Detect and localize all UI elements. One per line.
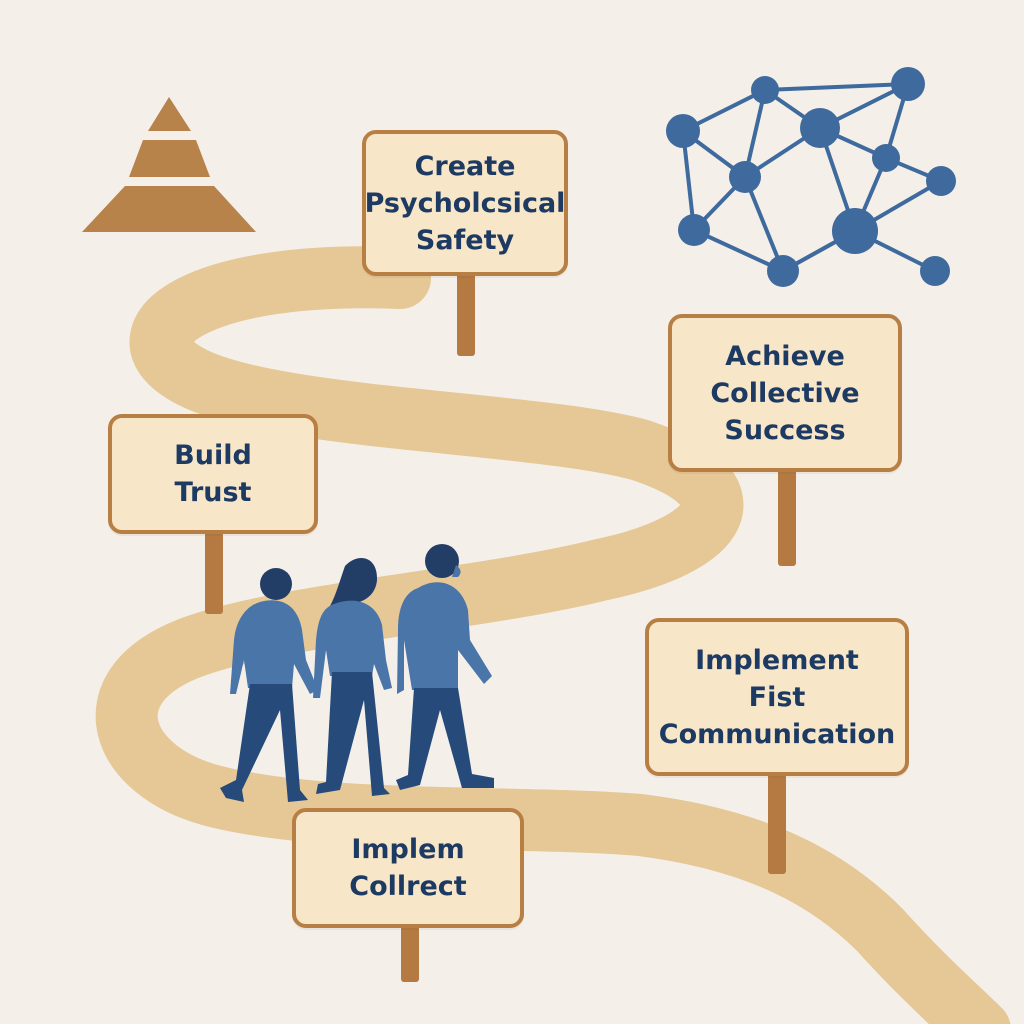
sign-implem-collrect: Implem Collrect: [292, 808, 524, 928]
sign-achieve-collective-success: Achieve Collective Success: [668, 314, 902, 472]
network-node: [920, 256, 950, 286]
sign-post: [457, 272, 475, 356]
pyramid-icon: [82, 97, 256, 232]
person-left: [220, 568, 318, 802]
network-node: [751, 76, 779, 104]
network-node: [767, 255, 799, 287]
network-node: [666, 114, 700, 148]
network-graph-icon: [666, 67, 956, 287]
person-middle: [313, 557, 392, 796]
network-edge: [693, 228, 784, 273]
network-node: [872, 144, 900, 172]
sign-build-trust: Build Trust: [108, 414, 318, 534]
sign-create-psychological-safety: Create Psycholcsical Safety: [362, 130, 568, 276]
network-node: [729, 161, 761, 193]
network-node: [832, 208, 878, 254]
network-node: [678, 214, 710, 246]
sign-post: [768, 774, 786, 874]
network-edge: [764, 82, 909, 92]
network-node: [891, 67, 925, 101]
sign-post: [401, 926, 419, 982]
sign-post: [778, 468, 796, 566]
network-edge: [743, 176, 785, 272]
walking-people-illustration: [220, 544, 494, 802]
person-right: [396, 544, 494, 790]
sign-implement-fist-communication: Implement Fist Communication: [645, 618, 909, 776]
sign-post: [205, 532, 223, 614]
network-node: [800, 108, 840, 148]
network-node: [926, 166, 956, 196]
